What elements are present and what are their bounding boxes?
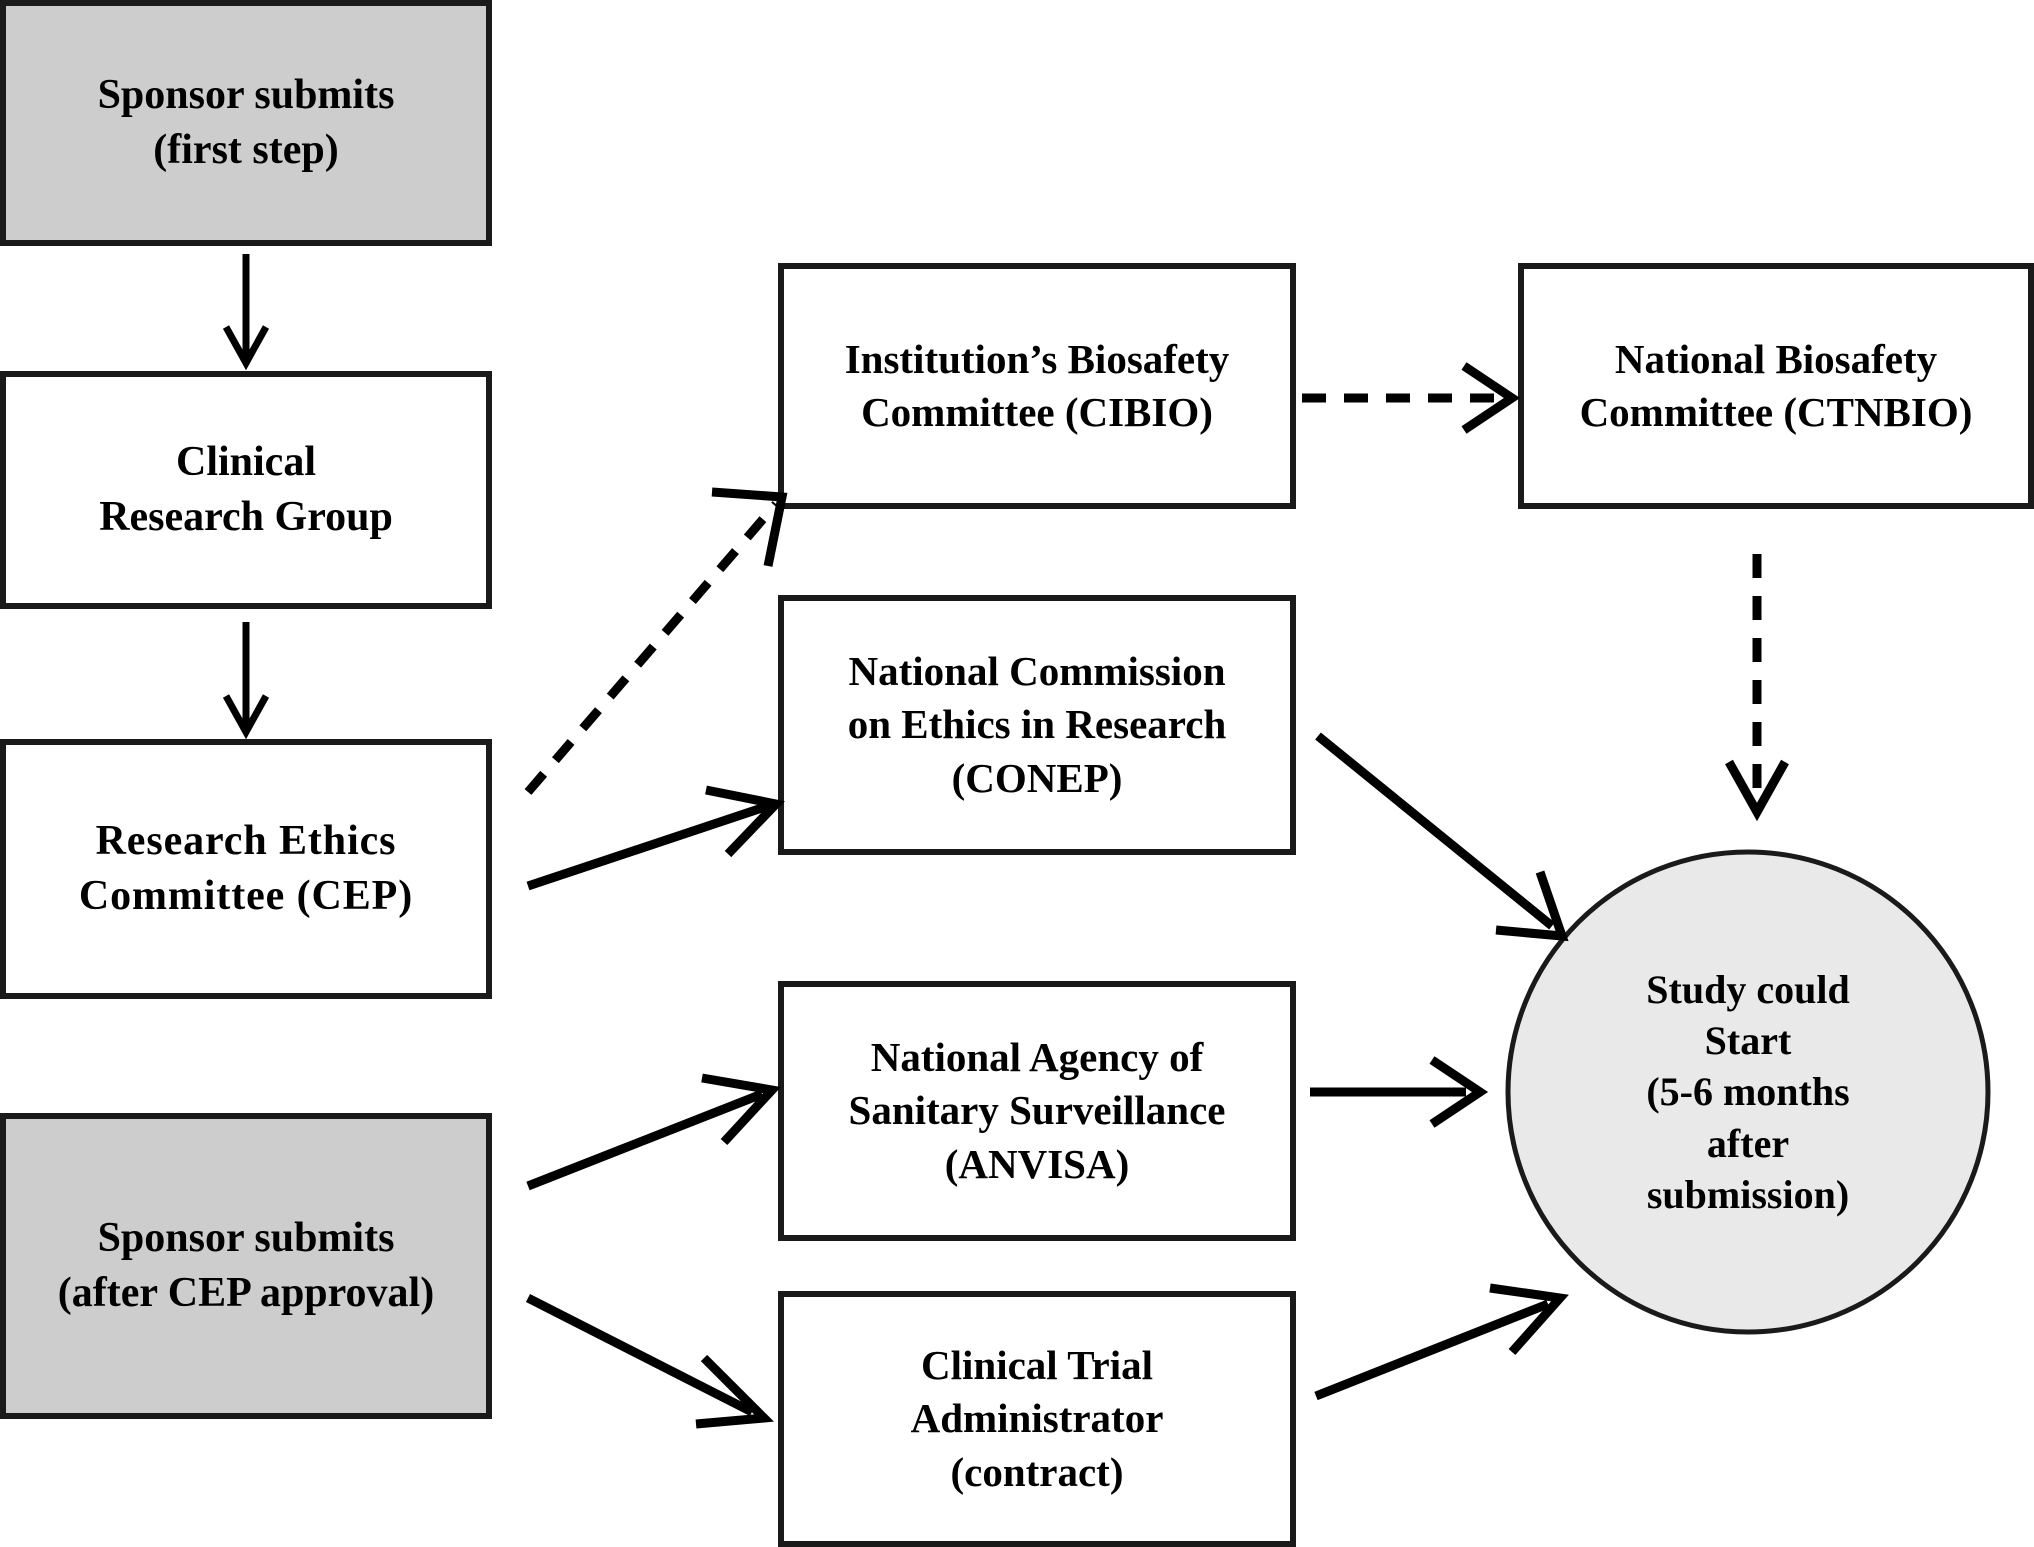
edge-cep-to-conep	[526, 785, 785, 891]
node-shape-cep[interactable]	[0, 739, 492, 999]
node-shape-clinical-research-group[interactable]	[0, 371, 492, 609]
node-shape-ctnbio[interactable]	[1518, 263, 2034, 509]
node-shape-conep[interactable]	[778, 595, 1296, 855]
edge-crg-to-cep	[222, 622, 270, 740]
edge-conep-to-study-start	[1315, 732, 1569, 942]
edge-cta-to-study-start	[1314, 1283, 1569, 1401]
edge-sponsor-after-to-cta	[525, 1293, 774, 1429]
edge-anvisa-to-study-start	[1310, 1056, 1489, 1128]
node-shape-cibio[interactable]	[778, 263, 1296, 509]
node-shape-sponsor-first[interactable]	[0, 0, 492, 246]
node-shape-study-start[interactable]	[1505, 849, 1991, 1335]
edge-ctnbio-to-study-start	[1725, 554, 1789, 822]
edge-sponsor-after-to-anvisa	[526, 1073, 781, 1191]
node-shape-sponsor-after[interactable]	[0, 1113, 492, 1419]
edge-cep-to-cibio	[524, 487, 788, 795]
node-shape-anvisa[interactable]	[778, 981, 1296, 1241]
edge-cibio-to-ctnbio	[1302, 362, 1521, 434]
node-shape-cta[interactable]	[778, 1291, 1296, 1547]
edge-sponsor-first-to-crg	[222, 254, 270, 371]
